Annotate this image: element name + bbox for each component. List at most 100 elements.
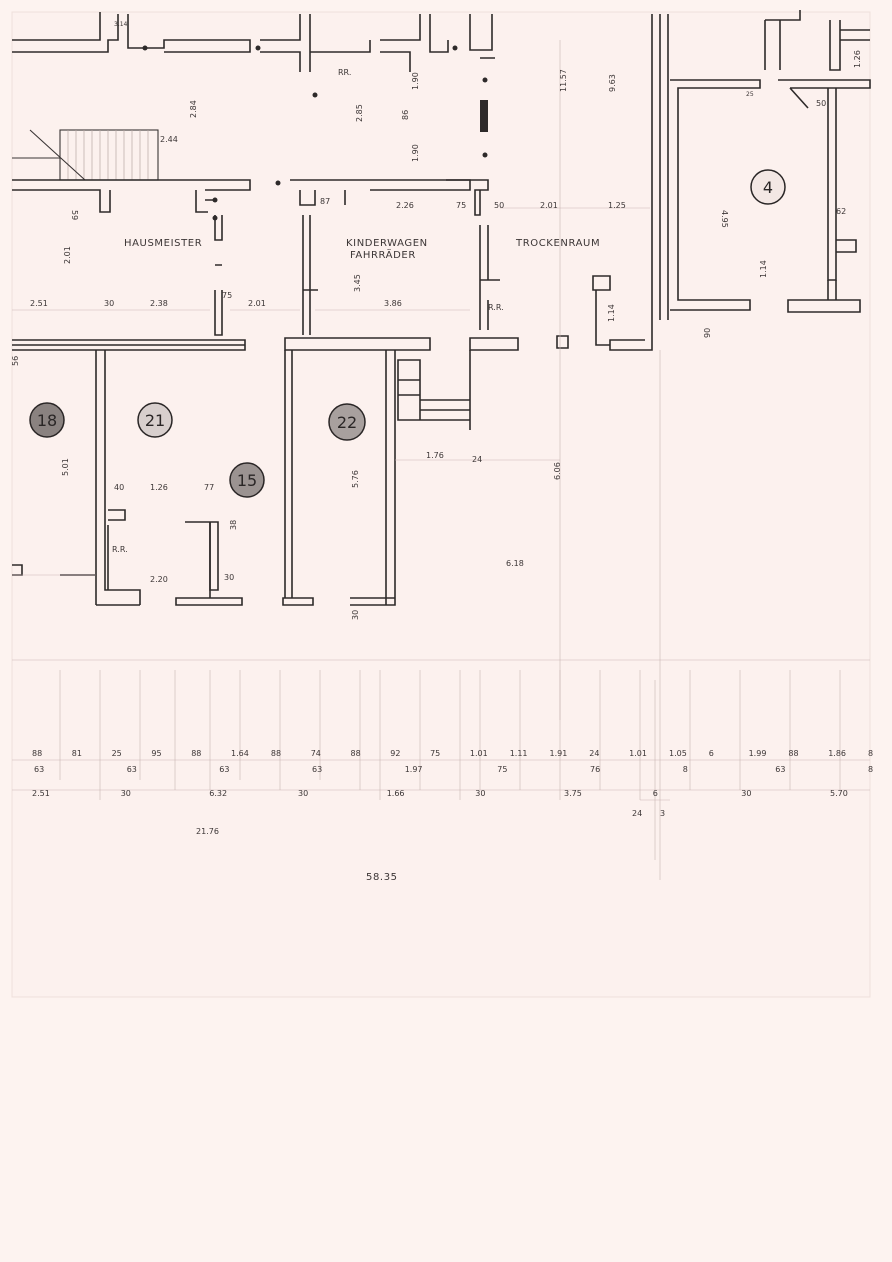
svg-text:75: 75 bbox=[456, 201, 466, 210]
bottom-dimension-row2-2: 63 bbox=[219, 765, 229, 774]
svg-text:11.57: 11.57 bbox=[559, 69, 568, 92]
bottom-dimension-row2-8: 63 bbox=[775, 765, 785, 774]
svg-text:24: 24 bbox=[472, 455, 482, 464]
svg-text:59: 59 bbox=[70, 210, 79, 220]
scan-border bbox=[11, 11, 871, 998]
svg-text:3.14: 3.14 bbox=[114, 21, 128, 28]
total-dimension: 58.35 bbox=[366, 872, 398, 883]
svg-text:2.44: 2.44 bbox=[160, 135, 178, 144]
svg-text:25: 25 bbox=[746, 91, 754, 98]
svg-text:18: 18 bbox=[37, 411, 57, 430]
svg-text:2.01: 2.01 bbox=[248, 299, 266, 308]
dimension-lines bbox=[12, 40, 870, 880]
bottom-dimension-row2-7: 8 bbox=[683, 765, 688, 774]
bottom-dimension-row1-19: 88 bbox=[788, 749, 798, 758]
bottom-dimension-row3-5: 30 bbox=[475, 789, 485, 798]
svg-text:6.06: 6.06 bbox=[553, 462, 562, 480]
svg-text:2.51: 2.51 bbox=[30, 299, 48, 308]
bottom-dimension-row3-2: 6.32 bbox=[209, 789, 227, 798]
bottom-dimension-row1-13: 1.91 bbox=[550, 749, 568, 758]
room-badge-18: 18 bbox=[29, 402, 65, 438]
svg-text:15: 15 bbox=[237, 471, 257, 490]
bottom-dimension-row2-0: 63 bbox=[34, 765, 44, 774]
svg-text:6.18: 6.18 bbox=[506, 559, 524, 568]
door-markers bbox=[142, 45, 488, 221]
room-badges: 18 21 15 22 4 bbox=[29, 169, 786, 498]
bottom-dimension-row4-0: 24 bbox=[632, 809, 642, 818]
svg-text:21: 21 bbox=[145, 411, 165, 430]
bottom-dimension-row1-10: 75 bbox=[430, 749, 440, 758]
bottom-dimension-row1-0: 88 bbox=[32, 749, 42, 758]
bottom-dimension-row3-9: 5.70 bbox=[830, 789, 848, 798]
bottom-dimension-row1-14: 24 bbox=[589, 749, 599, 758]
svg-text:4: 4 bbox=[763, 178, 773, 197]
plan-dimensions: 2.84 2.44 3.14 11.57 9.63 2.85 86 1.90 1… bbox=[11, 21, 862, 620]
walls bbox=[12, 10, 871, 606]
bottom-dimension-row3-6: 3.75 bbox=[564, 789, 582, 798]
bottom-dimension-row1-16: 1.05 bbox=[669, 749, 687, 758]
bottom-dimension-row3-3: 30 bbox=[298, 789, 308, 798]
svg-text:1.26: 1.26 bbox=[853, 50, 862, 68]
svg-text:40: 40 bbox=[114, 483, 124, 492]
svg-text:30: 30 bbox=[104, 299, 114, 308]
bottom-dimension-row1-12: 1.11 bbox=[510, 749, 528, 758]
room-labels: HAUSMEISTER KINDERWAGEN FAHRRÄDER TROCKE… bbox=[112, 68, 600, 554]
svg-text:75: 75 bbox=[222, 291, 232, 300]
svg-text:1.26: 1.26 bbox=[150, 483, 168, 492]
svg-text:3.86: 3.86 bbox=[384, 299, 402, 308]
svg-text:2.84: 2.84 bbox=[189, 100, 198, 118]
svg-text:62: 62 bbox=[836, 207, 846, 216]
bottom-dimension-row3-7: 6 bbox=[653, 789, 658, 798]
subtotal-dimension: 21.76 bbox=[196, 827, 219, 836]
bottom-dimension-row2-1: 63 bbox=[127, 765, 137, 774]
svg-text:3.45: 3.45 bbox=[353, 274, 362, 292]
room-badge-4: 4 bbox=[750, 169, 786, 205]
svg-text:30: 30 bbox=[224, 573, 234, 582]
bottom-dimension-row2-4: 1.97 bbox=[405, 765, 423, 774]
room-label-rr-right: R.R. bbox=[488, 303, 504, 312]
room-label-kinderwagen: KINDERWAGEN bbox=[346, 238, 428, 249]
bottom-dimension-row4-1: 3 bbox=[660, 809, 665, 818]
bottom-dimension-row2-6: 76 bbox=[590, 765, 600, 774]
bottom-dimension-row1-3: 95 bbox=[151, 749, 161, 758]
room-label-fahrraeder: FAHRRÄDER bbox=[350, 248, 416, 261]
bottom-dimension-row1-11: 1.01 bbox=[470, 749, 488, 758]
bottom-dimension-row1-1: 81 bbox=[72, 749, 82, 758]
bottom-dimension-row2-9: 8 bbox=[868, 765, 873, 774]
bottom-dimension-row1-2: 25 bbox=[112, 749, 122, 758]
bottom-dimension-row1-9: 92 bbox=[390, 749, 400, 758]
bottom-dimension-row1-21: 8 bbox=[868, 749, 873, 758]
bottom-dimension-row3-1: 30 bbox=[121, 789, 131, 798]
svg-text:2.01: 2.01 bbox=[540, 201, 558, 210]
svg-text:22: 22 bbox=[337, 413, 357, 432]
room-label-trockenraum: TROCKENRAUM bbox=[515, 238, 600, 249]
bottom-dimension-row1-18: 1.99 bbox=[749, 749, 767, 758]
svg-text:1.14: 1.14 bbox=[759, 260, 768, 278]
room-badge-22: 22 bbox=[328, 403, 366, 441]
bottom-dimension-row2-3: 63 bbox=[312, 765, 322, 774]
svg-text:86: 86 bbox=[401, 110, 410, 120]
bottom-dimension-row1-20: 1.86 bbox=[828, 749, 846, 758]
bottom-dimension-row1-17: 6 bbox=[709, 749, 714, 758]
bottom-dimension-row3-8: 30 bbox=[741, 789, 751, 798]
room-label-hausmeister: HAUSMEISTER bbox=[124, 238, 202, 249]
svg-text:4.95: 4.95 bbox=[720, 210, 729, 228]
svg-text:9.63: 9.63 bbox=[608, 74, 617, 92]
svg-text:1.90: 1.90 bbox=[411, 144, 420, 162]
bottom-dimension-row3-0: 2.51 bbox=[32, 789, 50, 798]
bottom-dimension-row1-15: 1.01 bbox=[629, 749, 647, 758]
svg-text:1.25: 1.25 bbox=[608, 201, 626, 210]
room-label-rr: R.R. bbox=[112, 545, 128, 554]
svg-text:77: 77 bbox=[204, 483, 214, 492]
svg-text:2.01: 2.01 bbox=[63, 246, 72, 264]
bottom-dimension-row1-6: 88 bbox=[271, 749, 281, 758]
bottom-dimension-row1-8: 88 bbox=[351, 749, 361, 758]
svg-text:5.76: 5.76 bbox=[351, 470, 360, 488]
svg-text:1.90: 1.90 bbox=[411, 72, 420, 90]
svg-text:30: 30 bbox=[351, 610, 360, 620]
svg-text:56: 56 bbox=[11, 356, 20, 366]
bottom-dimension-row1-7: 74 bbox=[311, 749, 321, 758]
svg-text:2.38: 2.38 bbox=[150, 299, 168, 308]
